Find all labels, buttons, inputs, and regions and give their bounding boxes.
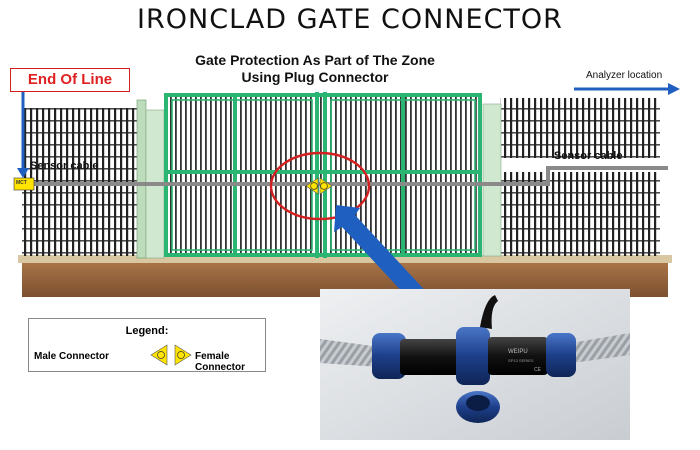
- legend: Legend: Male Connector Female Connector: [28, 318, 266, 373]
- legend-title: Legend:: [125, 325, 169, 337]
- analyzer-location-label: Analyzer location: [586, 70, 663, 81]
- subtitle-line-1: Gate Protection As Part of The Zone: [195, 52, 435, 68]
- analyzer-arrow: [574, 83, 680, 95]
- connector-photo: WEIPU SP13 SERIES CE: [320, 289, 630, 440]
- end-of-line-label: End Of Line: [10, 68, 130, 92]
- sensor-cable-label-left: Sensor cable: [30, 160, 99, 172]
- legend-male-label: Male Connector: [34, 351, 110, 362]
- connector-illustration: WEIPU SP13 SERIES CE: [320, 289, 630, 440]
- photo-label-weipu: WEIPU: [508, 349, 528, 355]
- gate: [164, 92, 482, 258]
- subtitle-line-2: Using Plug Connector: [241, 69, 389, 85]
- plug-connector: [305, 177, 333, 195]
- highlight-circle: [269, 151, 371, 221]
- sensor-cable: [30, 166, 668, 186]
- eol-terminator: [13, 177, 35, 191]
- right-fence: [482, 98, 660, 257]
- eol-box-label: MCT: [16, 180, 27, 186]
- legend-connector-icons: [150, 344, 192, 366]
- male-connector-icon: [150, 344, 168, 366]
- page-title: IRONCLAD GATE CONNECTOR: [137, 4, 563, 35]
- photo-label-series: SP13 SERIES: [508, 358, 534, 363]
- left-fence: [22, 99, 165, 259]
- end-of-line-arrow: [17, 90, 29, 178]
- photo-label-ce: CE: [534, 367, 542, 373]
- sensor-cable-label-right: Sensor cable: [554, 150, 623, 162]
- female-connector-icon: [174, 344, 192, 366]
- legend-female-label: Female Connector: [195, 351, 245, 373]
- diagram-subtitle: Gate Protection As Part of The Zone Usin…: [150, 52, 480, 86]
